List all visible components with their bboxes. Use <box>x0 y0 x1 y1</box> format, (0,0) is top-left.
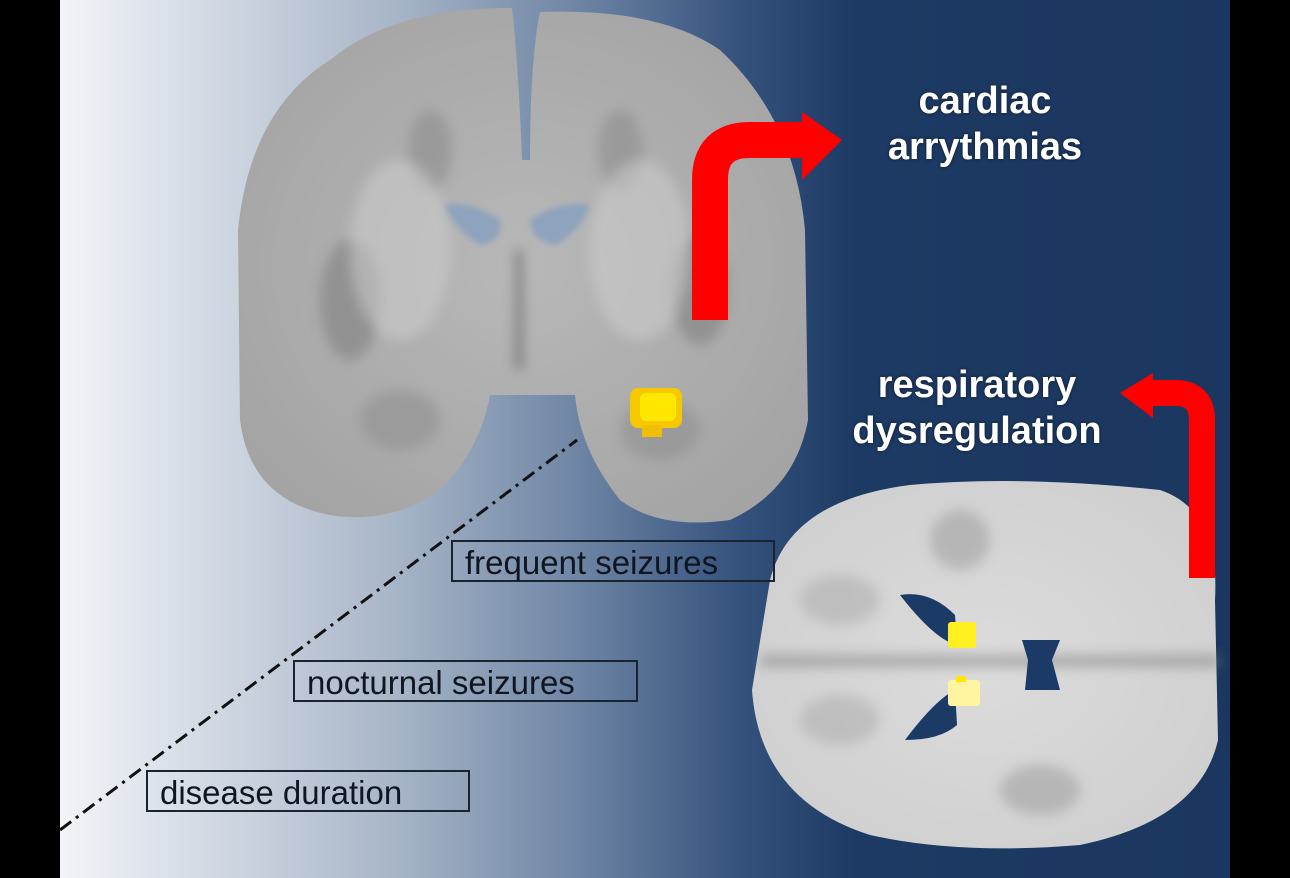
trend-line <box>60 438 578 832</box>
risk-factor-frequent-seizures: frequent seizures <box>451 540 775 582</box>
risk-factor-disease-duration: disease duration <box>146 770 470 812</box>
risk-factor-nocturnal-seizures: nocturnal seizures <box>293 660 638 702</box>
cardiac-arrythmias-label: cardiac arrythmias <box>887 80 1083 168</box>
figure-panel: cardiac arrythmias respiratory dysregula… <box>60 0 1230 878</box>
axial-brain-image <box>752 481 1220 849</box>
coronal-activation-spot <box>630 388 682 437</box>
coronal-brain-image <box>60 8 1220 849</box>
respiratory-dysregulation-label: respiratory dysregulation <box>852 364 1102 452</box>
arrow-to-respiratory-icon <box>1120 373 1215 578</box>
arrow-to-cardiac-icon <box>692 112 842 320</box>
